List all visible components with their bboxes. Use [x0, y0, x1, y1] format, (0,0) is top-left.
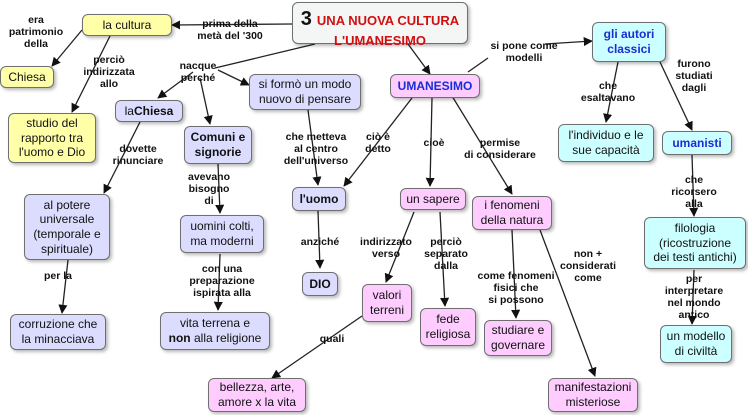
node-potere: al potere universale (temporale e spirit… [24, 194, 110, 260]
label-come-fenomeni: come fenomeni fisici che si possono [477, 270, 555, 307]
node-dio: DIO [302, 272, 338, 296]
node-vita-bold: non [168, 331, 191, 345]
edge-nacque-lachiesa [157, 71, 194, 99]
node-vita-part3: alla religione [190, 331, 262, 345]
node-comuni-signorie: Comuni e signorie [184, 126, 252, 164]
node-studiare: studiare e governare [484, 320, 552, 356]
label-che-ricorsero: che ricorsero alla [671, 174, 717, 211]
edge-umanesimo-simodelli [467, 57, 489, 73]
node-sapere: un sapere [400, 188, 466, 210]
title-box: 3 UNA NUOVA CULTURA L'UMANESIMO [292, 2, 468, 48]
node-la-chiesa-prefix: la [124, 103, 134, 118]
label-quali: quali [319, 333, 345, 345]
node-umanesimo: UMANESIMO [390, 74, 480, 98]
node-modello: un modello di civiltà [660, 325, 732, 363]
edge-sapere-valori [384, 211, 415, 283]
node-autori-classici: gli autori classici [592, 22, 666, 62]
node-la-cultura: la cultura [82, 14, 172, 36]
title-line1: UNA NUOVA CULTURA [316, 13, 460, 28]
edge-autori-individuo [603, 61, 619, 123]
node-la-chiesa-bold: Chiesa [133, 103, 174, 118]
edge-fenomeni-studiare [511, 229, 521, 319]
edge-uomo-dio [315, 210, 325, 269]
node-chiesa-top: Chiesa [0, 66, 54, 88]
node-individuo: l'individuo e le sue capacità [558, 124, 654, 162]
edge-umanisti-filologia [689, 154, 699, 217]
edge-autori-umanisti [659, 61, 693, 131]
edge-valori-bellezza [271, 315, 363, 379]
edge-simodelli-autori [544, 36, 593, 47]
label-per-la: per la [43, 270, 73, 282]
node-vita-terrena: vita terrena e non alla religione [160, 312, 270, 350]
edge-umanesimo-fenomeni [451, 95, 513, 195]
edge-cultura-studio [71, 35, 111, 113]
edge-title-umanesimo [407, 43, 431, 75]
label-anziche: anziché [300, 236, 340, 248]
node-studio: studio del rapporto tra l'uomo e Dio [8, 113, 96, 163]
label-nacque: nacque perché [179, 60, 217, 85]
label-era-patrimonio: era patrimonio della [8, 14, 64, 51]
label-permise: permise di considerare [464, 137, 536, 162]
edge-filologia-modello [687, 269, 697, 325]
label-furono-studiati: furono studiati dagli [675, 58, 713, 95]
label-che-metteva: che metteva al centro dell'universo [283, 131, 349, 168]
label-percio-indirizzata: perciò indirizzata allo [83, 54, 135, 91]
label-con-una: con una preparazione ispirata alla [189, 263, 255, 300]
label-non-piu: non + considerati come [559, 248, 617, 285]
title-line2: L'UMANESIMO [334, 33, 426, 48]
edge-nacque-modo [217, 69, 250, 86]
label-per-interpretare: per interpretare nel mondo antico [664, 273, 724, 322]
node-la-chiesa: la Chiesa [115, 100, 183, 122]
node-modo-nuovo: si formò un modo nuovo di pensare [249, 74, 361, 110]
edge-lachiesa-potere [103, 121, 141, 194]
edge-nacque-comuni [199, 77, 213, 125]
node-valori: valori terreni [362, 284, 412, 322]
node-bellezza: bellezza, arte, amore x la vita [208, 378, 306, 412]
edge-cultura-chiesa [51, 29, 83, 67]
edge-title-cultura [171, 20, 293, 30]
label-cioe: cioè [423, 137, 445, 149]
label-che-esaltavano: che esaltavano [580, 80, 636, 105]
label-prima-della: prima della metà del '300 [197, 18, 263, 43]
edge-umanesimo-sapere [425, 97, 435, 187]
node-umanisti: umanisti [662, 131, 732, 155]
label-indirizzato: indirizzato verso [360, 236, 412, 261]
node-vita-part1: vita terrena e [179, 316, 251, 331]
edge-comuni-uomini [215, 163, 225, 214]
edge-potere-corruzione [58, 259, 69, 314]
edge-umanesimo-uomo [343, 97, 413, 187]
title-number: 3 [300, 8, 312, 30]
node-fede: fede religiosa [420, 308, 476, 346]
edge-sapere-fede [439, 211, 450, 307]
edge-title-nacque [214, 43, 316, 69]
label-dovette: dovette rinunciare [112, 143, 164, 168]
edge-uomini-vita [213, 253, 223, 311]
label-avevano: avevano bisogno di [187, 171, 231, 208]
edge-fenomeni-manifestazioni [539, 229, 597, 377]
edge-modo-uomo [307, 109, 322, 186]
label-cio-e-detto: ciò è detto [365, 131, 391, 156]
node-manifestazioni: manifestazioni misteriose [548, 378, 638, 412]
node-uomo: l'uomo [292, 187, 346, 211]
node-filologia: filologia (ricostruzione dei testi antic… [644, 217, 746, 269]
label-percio-separato: perciò separato dalla [424, 236, 468, 273]
node-corruzione: corruzione che la minacciava [10, 314, 106, 350]
node-uomini-colti: uomini colti, ma moderni [180, 215, 264, 253]
label-si-pone: si pone come modelli [490, 40, 558, 65]
node-fenomeni: i fenomeni della natura [472, 196, 552, 230]
